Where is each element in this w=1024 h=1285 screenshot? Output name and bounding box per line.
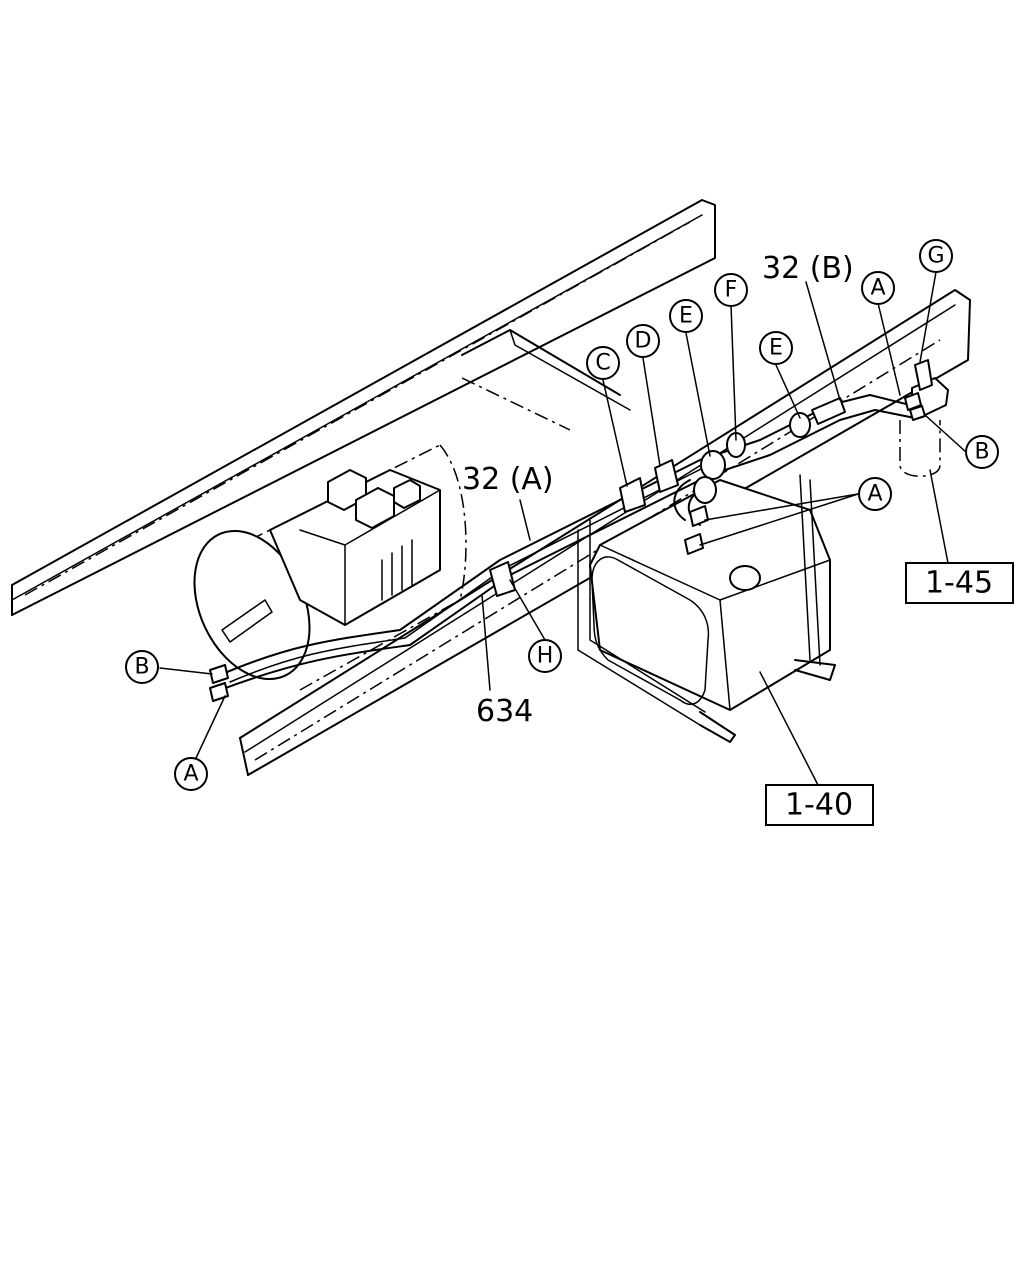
- callout-h: H: [528, 639, 562, 673]
- callout-e-left: E: [669, 299, 703, 333]
- part-number-32a: 32 (A): [462, 462, 554, 497]
- clips: [209, 392, 926, 702]
- fuel-filter: [899, 359, 949, 477]
- callout-b-left-letter: B: [134, 655, 149, 680]
- part-number-634: 634: [476, 694, 533, 729]
- cylinder-mount-block: [269, 469, 441, 626]
- callout-a-top: A: [861, 271, 895, 305]
- callout-c-letter: C: [595, 351, 610, 376]
- callout-e-right: E: [759, 331, 793, 365]
- callout-f-letter: F: [725, 278, 738, 303]
- callout-h-letter: H: [537, 644, 554, 669]
- reference-box-filter: 1-45: [905, 562, 1014, 604]
- reference-filter-label: 1-45: [925, 566, 993, 601]
- callout-a-tank-letter: A: [867, 482, 882, 507]
- part-number-32b: 32 (B): [762, 251, 854, 286]
- callout-b-left: B: [125, 650, 159, 684]
- callout-d: D: [626, 324, 660, 358]
- callout-a-top-letter: A: [870, 276, 885, 301]
- reference-box-tank: 1-40: [765, 784, 874, 826]
- reference-tank-label: 1-40: [785, 788, 853, 823]
- callout-a-left: A: [174, 757, 208, 791]
- callout-a-left-letter: A: [183, 762, 198, 787]
- callout-f: F: [714, 273, 748, 307]
- cross-member: [461, 329, 631, 431]
- leader-lines: [159, 271, 967, 786]
- frame-rail-upper: [11, 199, 716, 616]
- callout-g-letter: G: [927, 244, 944, 269]
- callout-e-left-letter: E: [679, 304, 693, 329]
- callout-c: C: [586, 346, 620, 380]
- callout-g: G: [919, 239, 953, 273]
- callout-a-tank: A: [858, 477, 892, 511]
- callout-d-letter: D: [635, 329, 652, 354]
- callout-b-right-letter: B: [974, 440, 989, 465]
- fuel-tank: [577, 474, 836, 743]
- callout-b-right: B: [965, 435, 999, 469]
- callout-e-right-letter: E: [769, 336, 783, 361]
